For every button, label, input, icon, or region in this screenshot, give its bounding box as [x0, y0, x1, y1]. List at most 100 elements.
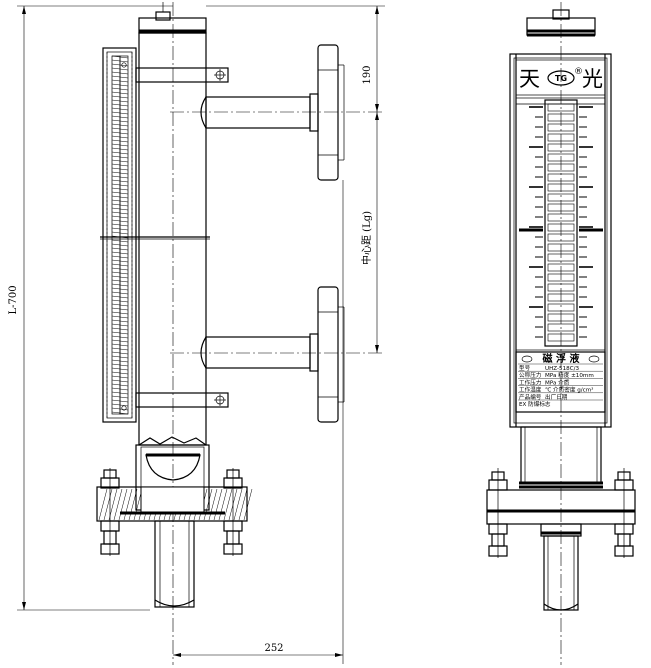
- hatch-line: [103, 488, 113, 521]
- nameplate-row-value: UHZ-518C/3: [545, 366, 580, 372]
- upper-nozzle-hub: [309, 93, 319, 132]
- flap-segment: [547, 223, 575, 232]
- drain-pipe: [154, 520, 195, 608]
- nameplate-row-value: 出厂日期: [545, 393, 568, 401]
- hatch-line: [111, 131, 129, 135]
- hatch-line: [111, 263, 129, 267]
- brand-right-char: 光: [582, 67, 603, 91]
- flap-segment: [547, 243, 575, 252]
- hatch-line: [233, 488, 243, 521]
- hatch-line: [111, 147, 129, 151]
- hatch-line: [111, 195, 129, 199]
- cutaway-edge: [138, 436, 207, 446]
- hatch-line: [111, 135, 129, 139]
- hatch-line: [111, 247, 129, 251]
- hatch-line: [111, 227, 129, 231]
- hatch-line: [111, 183, 129, 187]
- brand-banner: [515, 59, 606, 96]
- hatch-line: [111, 315, 129, 319]
- hatch-line: [111, 267, 129, 271]
- nameplate-row-label: 工作压力: [519, 378, 542, 386]
- scale-ticks: [529, 103, 593, 342]
- indicator-rail: [102, 47, 137, 423]
- lower-flange: [317, 286, 339, 423]
- flap-segment: [547, 143, 575, 152]
- flap-segment: [547, 313, 575, 322]
- nameplate: [515, 351, 606, 413]
- hatch-line: [111, 311, 129, 315]
- hatch-line: [111, 63, 129, 67]
- upper-nozzle-pipe: [205, 96, 311, 129]
- length-dimension-label: L-700: [8, 285, 19, 314]
- hatch-line: [111, 279, 129, 283]
- hatch-line: [111, 331, 129, 335]
- hatch-line: [111, 219, 129, 223]
- nameplate-row-label: 工作温度: [519, 386, 542, 394]
- hatch-line: [111, 79, 129, 83]
- lower-nozzle-pipe: [205, 336, 311, 369]
- hatch-line: [111, 319, 129, 323]
- hatch-line: [111, 295, 129, 299]
- hatch-line: [218, 488, 228, 521]
- flap-segment: [547, 183, 575, 192]
- flap-segment: [547, 233, 575, 242]
- hatch-line: [123, 488, 133, 521]
- flap-segment: [547, 203, 575, 212]
- hatch-line: [243, 488, 253, 521]
- nameplate-logo-icon: [521, 355, 533, 363]
- hatch-line: [111, 159, 129, 163]
- hatch-line: [111, 95, 129, 99]
- hatch-line: [208, 488, 218, 521]
- registered-mark: ®: [574, 67, 583, 77]
- upper-flange: [317, 44, 339, 181]
- hatch-line: [111, 351, 129, 355]
- hatch-line: [111, 363, 129, 367]
- hatch-line: [111, 199, 129, 203]
- flap-segment: [547, 253, 575, 262]
- hatch-line: [113, 488, 123, 521]
- flap-segment: [547, 303, 575, 312]
- hatch-line: [111, 303, 129, 307]
- lower-bracket: [135, 392, 229, 408]
- brand-left-char: 天: [519, 67, 540, 91]
- nameplate-row-label: 公称压力: [519, 371, 542, 379]
- hatch-line: [111, 335, 129, 339]
- hatch-line: [111, 59, 129, 63]
- hatch-line: [111, 179, 129, 183]
- hatch-line: [111, 163, 129, 167]
- hatch-line: [111, 207, 129, 211]
- top-plug: [155, 11, 171, 21]
- side-flange-bolt-left: [488, 468, 508, 558]
- hatch-line: [111, 103, 129, 107]
- flange-bolt-right: [223, 468, 243, 556]
- nameplate-row-value: ℃ 介质密度 g/cm³: [545, 386, 593, 394]
- nameplate-row-value: MPa 介质: [545, 378, 570, 386]
- hatch-line: [111, 211, 129, 215]
- upper-bracket: [135, 67, 229, 83]
- lower-nozzle-weld: [200, 336, 207, 369]
- flap-segment: [547, 213, 575, 222]
- hatch-line: [223, 488, 233, 521]
- hatch-line: [111, 123, 129, 127]
- nameplate-title: 磁 浮 液: [543, 352, 580, 365]
- hatch-line: [111, 203, 129, 207]
- nameplate-row-label: EX 防爆标志: [519, 400, 551, 408]
- flap-segment: [547, 163, 575, 172]
- hatch-line: [111, 75, 129, 79]
- hatch-line: [111, 323, 129, 327]
- flap-segment: [547, 123, 575, 132]
- hatch-line: [111, 391, 129, 395]
- hatch-line: [111, 191, 129, 195]
- hatch-line: [111, 215, 129, 219]
- rail-screw: [121, 62, 127, 68]
- flap-segment: [547, 133, 575, 142]
- flap-segment: [547, 153, 575, 162]
- hatch-line: [111, 91, 129, 95]
- nameplate-row-label: 产品编号: [519, 393, 542, 401]
- hatch-line: [111, 347, 129, 351]
- hatch-line: [111, 375, 129, 379]
- hatch-line: [111, 371, 129, 375]
- flap-segment: [547, 273, 575, 282]
